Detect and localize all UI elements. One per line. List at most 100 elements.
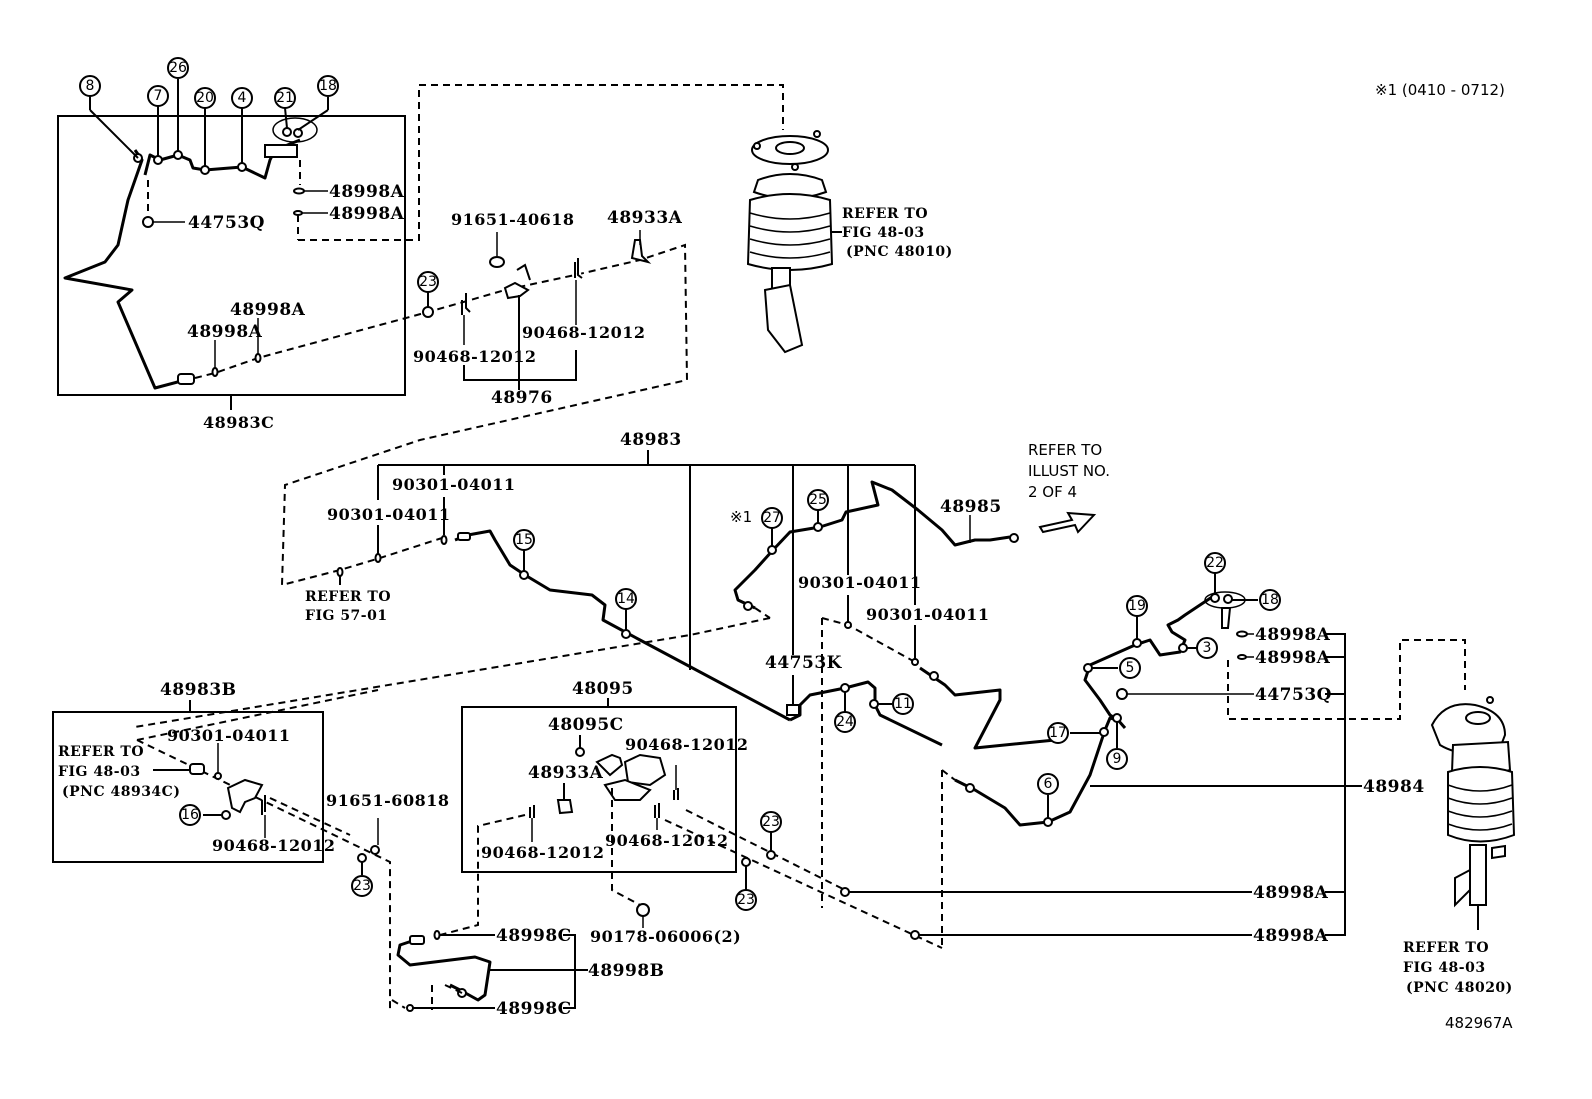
callout-27[interactable]: 27 <box>761 507 783 529</box>
group-48983C: 48983C 44753Q 48998A <box>57 79 784 587</box>
callout-21[interactable]: 21 <box>274 87 296 109</box>
part-label-48998A[interactable]: 48998A <box>1255 648 1331 668</box>
part-label-48984[interactable]: 48984 <box>1363 777 1425 797</box>
callout-circle <box>760 811 782 833</box>
callout-18[interactable]: 18 <box>317 75 339 97</box>
callout-number: 22 <box>1206 555 1224 571</box>
part-label-48998A[interactable]: 48998A <box>329 204 405 224</box>
callout-8[interactable]: 8 <box>79 75 101 97</box>
callout-number: 25 <box>809 492 827 508</box>
callout-circle <box>807 489 829 511</box>
part-label-48985[interactable]: 48985 <box>940 497 1002 517</box>
callout-24[interactable]: 24 <box>834 711 856 733</box>
callout-9[interactable]: 9 <box>1106 748 1128 770</box>
part-label-48998A[interactable]: 48998A <box>1253 883 1329 903</box>
refer-to-fig-48-03-pnc-48010[interactable]: REFER TO <box>842 206 928 222</box>
callout-16[interactable]: 16 <box>179 804 201 826</box>
part-label-44753Q[interactable]: 44753Q <box>1255 685 1332 705</box>
callout-23[interactable]: 23 <box>351 875 373 897</box>
callout-20[interactable]: 20 <box>194 87 216 109</box>
callout-circle <box>231 87 253 109</box>
callout-23[interactable]: 23 <box>760 811 782 833</box>
callout-19[interactable]: 19 <box>1126 595 1148 617</box>
callout-5[interactable]: 5 <box>1119 657 1141 679</box>
part-label-90468-12012[interactable]: 90468-12012 <box>605 831 728 850</box>
part-label-90468-12012[interactable]: 90468-12012 <box>625 735 748 754</box>
part-label-90301-04011[interactable]: 90301-04011 <box>327 505 450 524</box>
part-label-48998A[interactable]: 48998A <box>1253 926 1329 946</box>
part-label-48998C[interactable]: 48998C <box>496 926 572 946</box>
callout-25[interactable]: 25 <box>807 489 829 511</box>
refer-to-illust-2-of-4[interactable]: 2 OF 4 <box>1028 483 1077 501</box>
part-label-48983[interactable]: 48983 <box>620 430 682 450</box>
callout-3[interactable]: 3 <box>1196 637 1218 659</box>
callout-17[interactable]: 17 <box>1047 722 1069 744</box>
refer-to-fig-48-03-pnc-48020[interactable]: REFER TO <box>1403 940 1489 956</box>
part-label-91651-60818[interactable]: 91651-60818 <box>326 791 449 810</box>
refer-to-fig-48-03-pnc-48934C[interactable]: FIG 48-03 <box>58 764 141 780</box>
callout-26[interactable]: 26 <box>167 57 189 79</box>
part-label-48095[interactable]: 48095 <box>572 679 634 699</box>
part-label-90301-04011[interactable]: 90301-04011 <box>392 475 515 494</box>
refer-to-illust-2-of-4[interactable]: ILLUST NO. <box>1028 462 1110 480</box>
part-label-90301-04011[interactable]: 90301-04011 <box>798 573 921 592</box>
callout-circle <box>351 875 373 897</box>
callout-22[interactable]: 22 <box>1204 552 1226 574</box>
part-label-90468-12012[interactable]: 90468-12012 <box>481 843 604 862</box>
callout-circle <box>147 85 169 107</box>
callout-number: 14 <box>617 591 635 607</box>
group-48983: 48983 90301-04011 90301-04011 90301-0401… <box>134 430 1110 908</box>
callout-15[interactable]: 15 <box>513 529 535 551</box>
refer-to-fig-57-01[interactable]: REFER TO <box>305 589 391 605</box>
refer-to-fig-48-03-pnc-48010[interactable]: (PNC 48010) <box>846 244 953 260</box>
variant-note: ※1 (0410 - 0712) <box>1375 81 1505 99</box>
part-label-48933A[interactable]: 48933A <box>607 208 683 228</box>
part-label-44753Q[interactable]: 44753Q <box>188 213 265 233</box>
callout-11[interactable]: 11 <box>892 693 914 715</box>
part-label-90178-06006[interactable]: 90178-06006(2) <box>590 927 741 946</box>
callout-number: 5 <box>1126 660 1135 676</box>
part-label-48095C[interactable]: 48095C <box>548 715 624 735</box>
callout-4[interactable]: 4 <box>231 87 253 109</box>
part-label-90468-12012[interactable]: 90468-12012 <box>522 323 645 342</box>
part-label-91651-40618[interactable]: 91651-40618 <box>451 210 574 229</box>
callout-6[interactable]: 6 <box>1037 773 1059 795</box>
callout-18[interactable]: 18 <box>1259 589 1281 611</box>
part-label-90468-12012[interactable]: 90468-12012 <box>413 347 536 366</box>
callout-number: 8 <box>86 78 95 94</box>
part-label-48998A[interactable]: 48998A <box>230 300 306 320</box>
part-label-48933A[interactable]: 48933A <box>528 763 604 783</box>
part-label-48983B[interactable]: 48983B <box>160 680 237 700</box>
refer-to-fig-48-03-pnc-48934C[interactable]: REFER TO <box>58 744 144 760</box>
callout-23[interactable]: 23 <box>417 271 439 293</box>
callout-circle <box>1259 589 1281 611</box>
refer-to-fig-48-03-pnc-48020[interactable]: (PNC 48020) <box>1406 980 1513 996</box>
part-label-48998A[interactable]: 48998A <box>187 322 263 342</box>
part-label-48976[interactable]: 48976 <box>491 388 553 408</box>
part-label-48998A[interactable]: 48998A <box>329 182 405 202</box>
callout-number: 16 <box>181 807 199 823</box>
callout-circle <box>1106 748 1128 770</box>
callout-23[interactable]: 23 <box>735 889 757 911</box>
part-label-48998C[interactable]: 48998C <box>496 999 572 1019</box>
part-label-48998A[interactable]: 48998A <box>1255 625 1331 645</box>
callout-number: 9 <box>1113 751 1122 767</box>
part-label-90468-12012[interactable]: 90468-12012 <box>212 836 335 855</box>
part-label-44753K[interactable]: 44753K <box>765 653 843 673</box>
part-label-48998B[interactable]: 48998B <box>588 961 665 981</box>
group-48976: 91651-40618 48933A 90468-12012 90468-120… <box>413 208 683 408</box>
callout-7[interactable]: 7 <box>147 85 169 107</box>
callout-circle <box>1047 722 1069 744</box>
part-label-90301-04011[interactable]: 90301-04011 <box>866 605 989 624</box>
part-label-48983C[interactable]: 48983C <box>203 413 274 432</box>
callout-circle <box>194 87 216 109</box>
refer-to-fig-48-03-pnc-48020[interactable]: FIG 48-03 <box>1403 960 1486 976</box>
part-label-90301-04011[interactable]: 90301-04011 <box>167 726 290 745</box>
refer-to-fig-57-01[interactable]: FIG 57-01 <box>305 608 388 624</box>
refer-to-fig-48-03-pnc-48010[interactable]: FIG 48-03 <box>842 225 925 241</box>
callout-circle <box>892 693 914 715</box>
callout-14[interactable]: 14 <box>615 588 637 610</box>
refer-to-illust-2-of-4[interactable]: REFER TO <box>1028 441 1102 459</box>
refer-to-fig-48-03-pnc-48934C[interactable]: (PNC 48934C) <box>62 784 180 800</box>
callout-number: 18 <box>319 78 337 94</box>
